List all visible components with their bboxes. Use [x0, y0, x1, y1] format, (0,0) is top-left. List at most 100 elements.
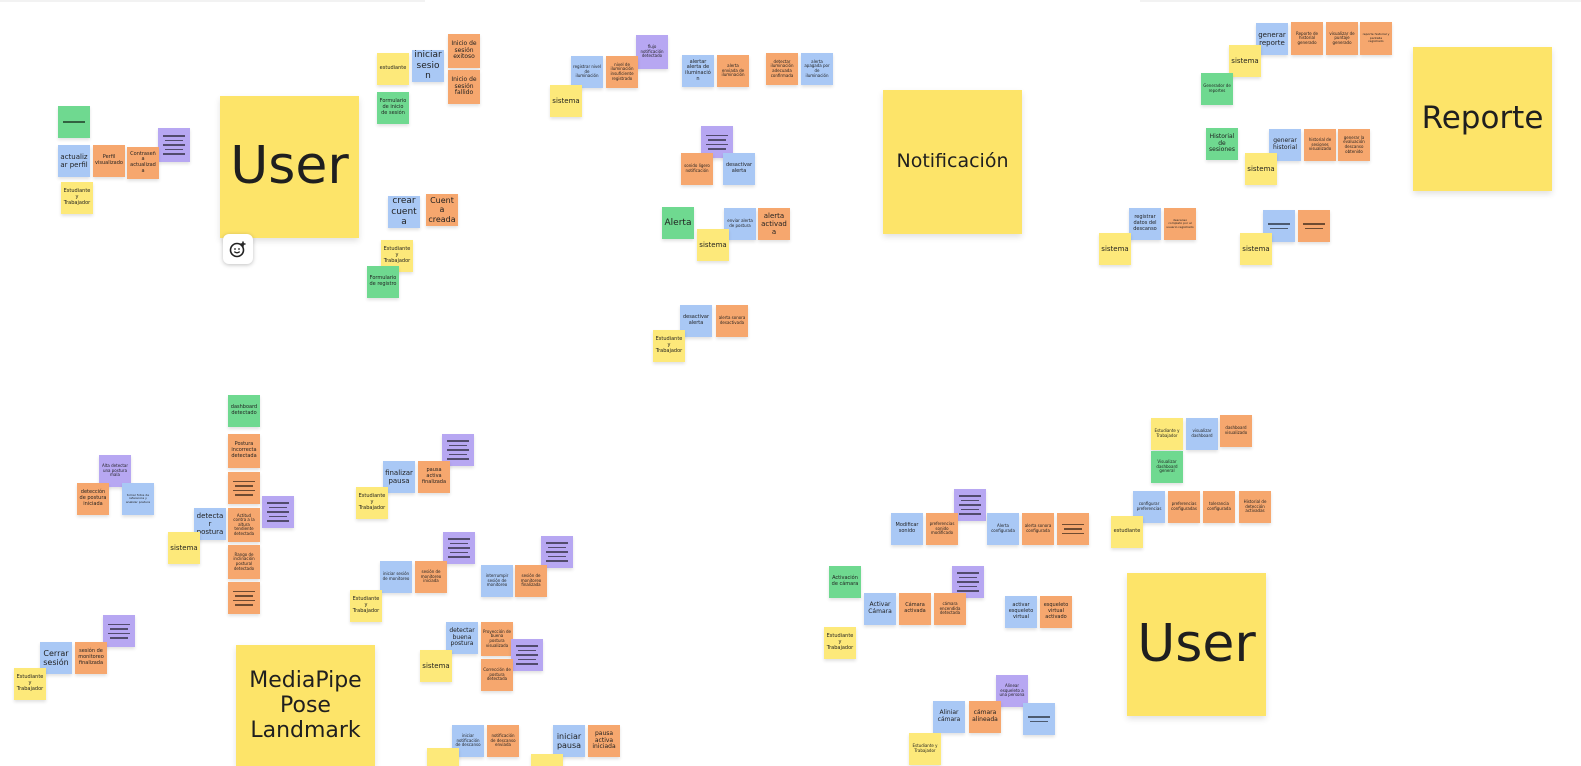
sticky-note[interactable]: actualizar perfil — [58, 145, 90, 177]
sticky-note[interactable] — [954, 489, 986, 521]
sticky-note[interactable] — [228, 472, 260, 504]
sticky-note[interactable]: Visualizar dashboard general — [1151, 451, 1183, 483]
sticky-note[interactable] — [58, 106, 90, 138]
sticky-note[interactable]: sistema — [1245, 153, 1277, 185]
sticky-note[interactable]: Corrección de postura detectada — [481, 659, 513, 691]
sticky-note[interactable]: descanso completo por el usuario registr… — [1164, 208, 1196, 240]
sticky-note[interactable] — [158, 128, 190, 162]
sticky-note[interactable]: sistema — [168, 532, 200, 564]
sticky-note[interactable]: iniciar sesion — [412, 50, 444, 82]
sticky-note[interactable]: Aliniar cámara — [933, 701, 965, 733]
sticky-note[interactable]: Estudiante y Trabajador — [1151, 418, 1183, 450]
sticky-note[interactable]: enviar alerta de postura — [724, 208, 756, 240]
sticky-note[interactable]: alerta activada — [758, 208, 790, 240]
sticky-note[interactable]: nivel de iluminación insuficiente regist… — [606, 56, 638, 88]
sticky-note[interactable]: Estudiante y Trabajador — [350, 590, 382, 622]
sticky-note[interactable]: Formulario de registro — [367, 266, 399, 298]
title-sticky-note[interactable]: MediaPipe Pose Landmark — [236, 645, 375, 766]
sticky-note[interactable]: iniciar pausa — [553, 725, 585, 757]
sticky-note[interactable]: visualizar de puntaje generado — [1326, 22, 1358, 55]
sticky-note[interactable]: Actitud contra a la altura tendiente det… — [228, 508, 260, 542]
sticky-note[interactable]: Estudiante y Trabajador — [356, 487, 388, 519]
sticky-note[interactable]: cámara encendida detectada — [934, 593, 966, 625]
sticky-note[interactable]: sistema — [697, 229, 729, 261]
sticky-note[interactable]: dashboard detectado — [228, 395, 260, 427]
sticky-note[interactable]: registrar nivel de iluminación — [571, 56, 603, 88]
sticky-note[interactable]: alertar alerta de iluminación — [682, 55, 714, 87]
sticky-note[interactable]: Cámara activada — [899, 593, 931, 625]
sticky-note[interactable] — [103, 615, 135, 647]
sticky-note[interactable]: notificación de descanso enviada — [487, 725, 519, 757]
sticky-note[interactable] — [442, 434, 474, 466]
sticky-note[interactable]: interrumpir sesión de monitoreo — [481, 565, 513, 597]
sticky-note[interactable]: finalizar pausa — [383, 461, 415, 493]
sticky-note[interactable] — [443, 532, 475, 564]
sticky-note[interactable]: detección de postura iniciada — [77, 483, 109, 515]
sticky-note[interactable]: Rango de inclinación postural detectado — [228, 545, 260, 579]
sticky-note[interactable]: esqueleto virtual activado — [1040, 596, 1072, 628]
sticky-note[interactable]: iniciar sesión de monitoreo — [380, 561, 412, 593]
sticky-note[interactable]: sistema — [1099, 233, 1131, 265]
sticky-note[interactable]: sesión de monitoreo iniciada — [415, 561, 447, 593]
sticky-note[interactable]: sesión de monitoreo finalizada — [515, 565, 547, 597]
title-sticky-note[interactable]: Reporte — [1413, 47, 1552, 191]
sticky-note[interactable]: sistema — [420, 650, 452, 682]
sticky-note[interactable]: alerta sonora configurada — [1022, 513, 1054, 545]
sticky-note[interactable]: detectar iluminación adecuada confirmada — [766, 53, 798, 85]
sticky-note[interactable]: pausa activa finalizada — [418, 461, 450, 493]
sticky-note[interactable]: Estudiante y Trabajador — [653, 330, 685, 362]
sticky-note[interactable] — [701, 126, 733, 158]
sticky-note[interactable]: Activar Cámara — [864, 593, 896, 625]
sticky-note[interactable]: alerta sonora desactivada — [716, 305, 748, 337]
sticky-note[interactable]: Estudiante y Trabajador — [824, 627, 856, 659]
sticky-note[interactable] — [262, 496, 294, 528]
add-reaction-icon[interactable] — [223, 234, 253, 264]
sticky-note[interactable]: Alerta — [662, 207, 694, 239]
sticky-note[interactable]: Postura incorrecta detectada — [228, 434, 260, 468]
sticky-note[interactable]: Estudiante y Trabajador — [909, 733, 941, 765]
sticky-note[interactable] — [1057, 513, 1089, 545]
sticky-note[interactable]: historial de sesiones visualizado — [1304, 129, 1336, 161]
sticky-note[interactable]: estudiante — [1111, 516, 1143, 548]
sticky-note[interactable]: preferencias configuradas — [1168, 491, 1200, 523]
sticky-note[interactable]: sistema — [1240, 233, 1272, 265]
sticky-note[interactable]: pausa activa iniciada — [588, 725, 620, 757]
sticky-note[interactable]: generar reporte — [1256, 23, 1288, 55]
sticky-note[interactable]: detectar buena postura — [446, 622, 478, 654]
sticky-note[interactable]: reporte historial y pantalla registrado — [1360, 22, 1392, 55]
sticky-note[interactable]: sesión de monitoreo finalizada — [75, 642, 107, 674]
sticky-note[interactable]: sistema — [1229, 45, 1261, 77]
sticky-note[interactable]: alerta enviada de iluminación — [717, 55, 749, 87]
sticky-note[interactable]: Alinear esqueleto a una persona — [996, 675, 1028, 707]
sticky-note[interactable]: Proyección de buena postura visualizada — [481, 622, 513, 656]
sticky-note[interactable]: activar esqueleto virtual — [1005, 596, 1037, 628]
sticky-note[interactable]: crear cuenta — [388, 196, 420, 228]
sticky-note[interactable]: desactivar alerta — [723, 153, 755, 185]
title-sticky-note[interactable]: User — [220, 96, 359, 238]
sticky-note[interactable] — [1298, 210, 1330, 242]
sticky-note[interactable]: Generador de reportes — [1201, 73, 1233, 105]
sticky-note[interactable]: Historial de detección activadas — [1239, 491, 1271, 523]
sticky-note[interactable] — [427, 748, 459, 766]
sticky-note[interactable]: Contraseña actualizada — [127, 147, 159, 179]
sticky-note[interactable]: estudiante — [377, 53, 409, 85]
sticky-note[interactable]: Modificar sonido — [891, 513, 923, 545]
sticky-note[interactable]: Estudiante y Trabajador — [14, 668, 46, 700]
sticky-note[interactable] — [511, 639, 543, 671]
sticky-note[interactable]: Cuenta creada — [426, 194, 458, 226]
sticky-note[interactable]: Reporte de historial generado — [1291, 22, 1323, 55]
sticky-note[interactable] — [531, 754, 563, 766]
sticky-note[interactable]: alerta apagada por de iluminación — [801, 53, 833, 85]
sticky-note[interactable]: Alerta configurada — [987, 513, 1019, 545]
sticky-note[interactable]: tolerancia configurada — [1203, 491, 1235, 523]
sticky-note[interactable]: registrar datos del descanso — [1129, 208, 1161, 240]
sticky-note[interactable]: Inicio de sesión exitoso — [448, 34, 480, 68]
sticky-note[interactable]: Alta detectar una postura mala — [99, 455, 131, 487]
sticky-note[interactable]: Estudiante y Trabajador — [61, 182, 93, 214]
sticky-note[interactable]: sistema — [550, 85, 582, 117]
sticky-note[interactable] — [228, 582, 260, 614]
sticky-note[interactable] — [952, 566, 984, 598]
sticky-note[interactable] — [541, 536, 573, 568]
sticky-note[interactable]: desactivar alerta — [680, 305, 712, 337]
